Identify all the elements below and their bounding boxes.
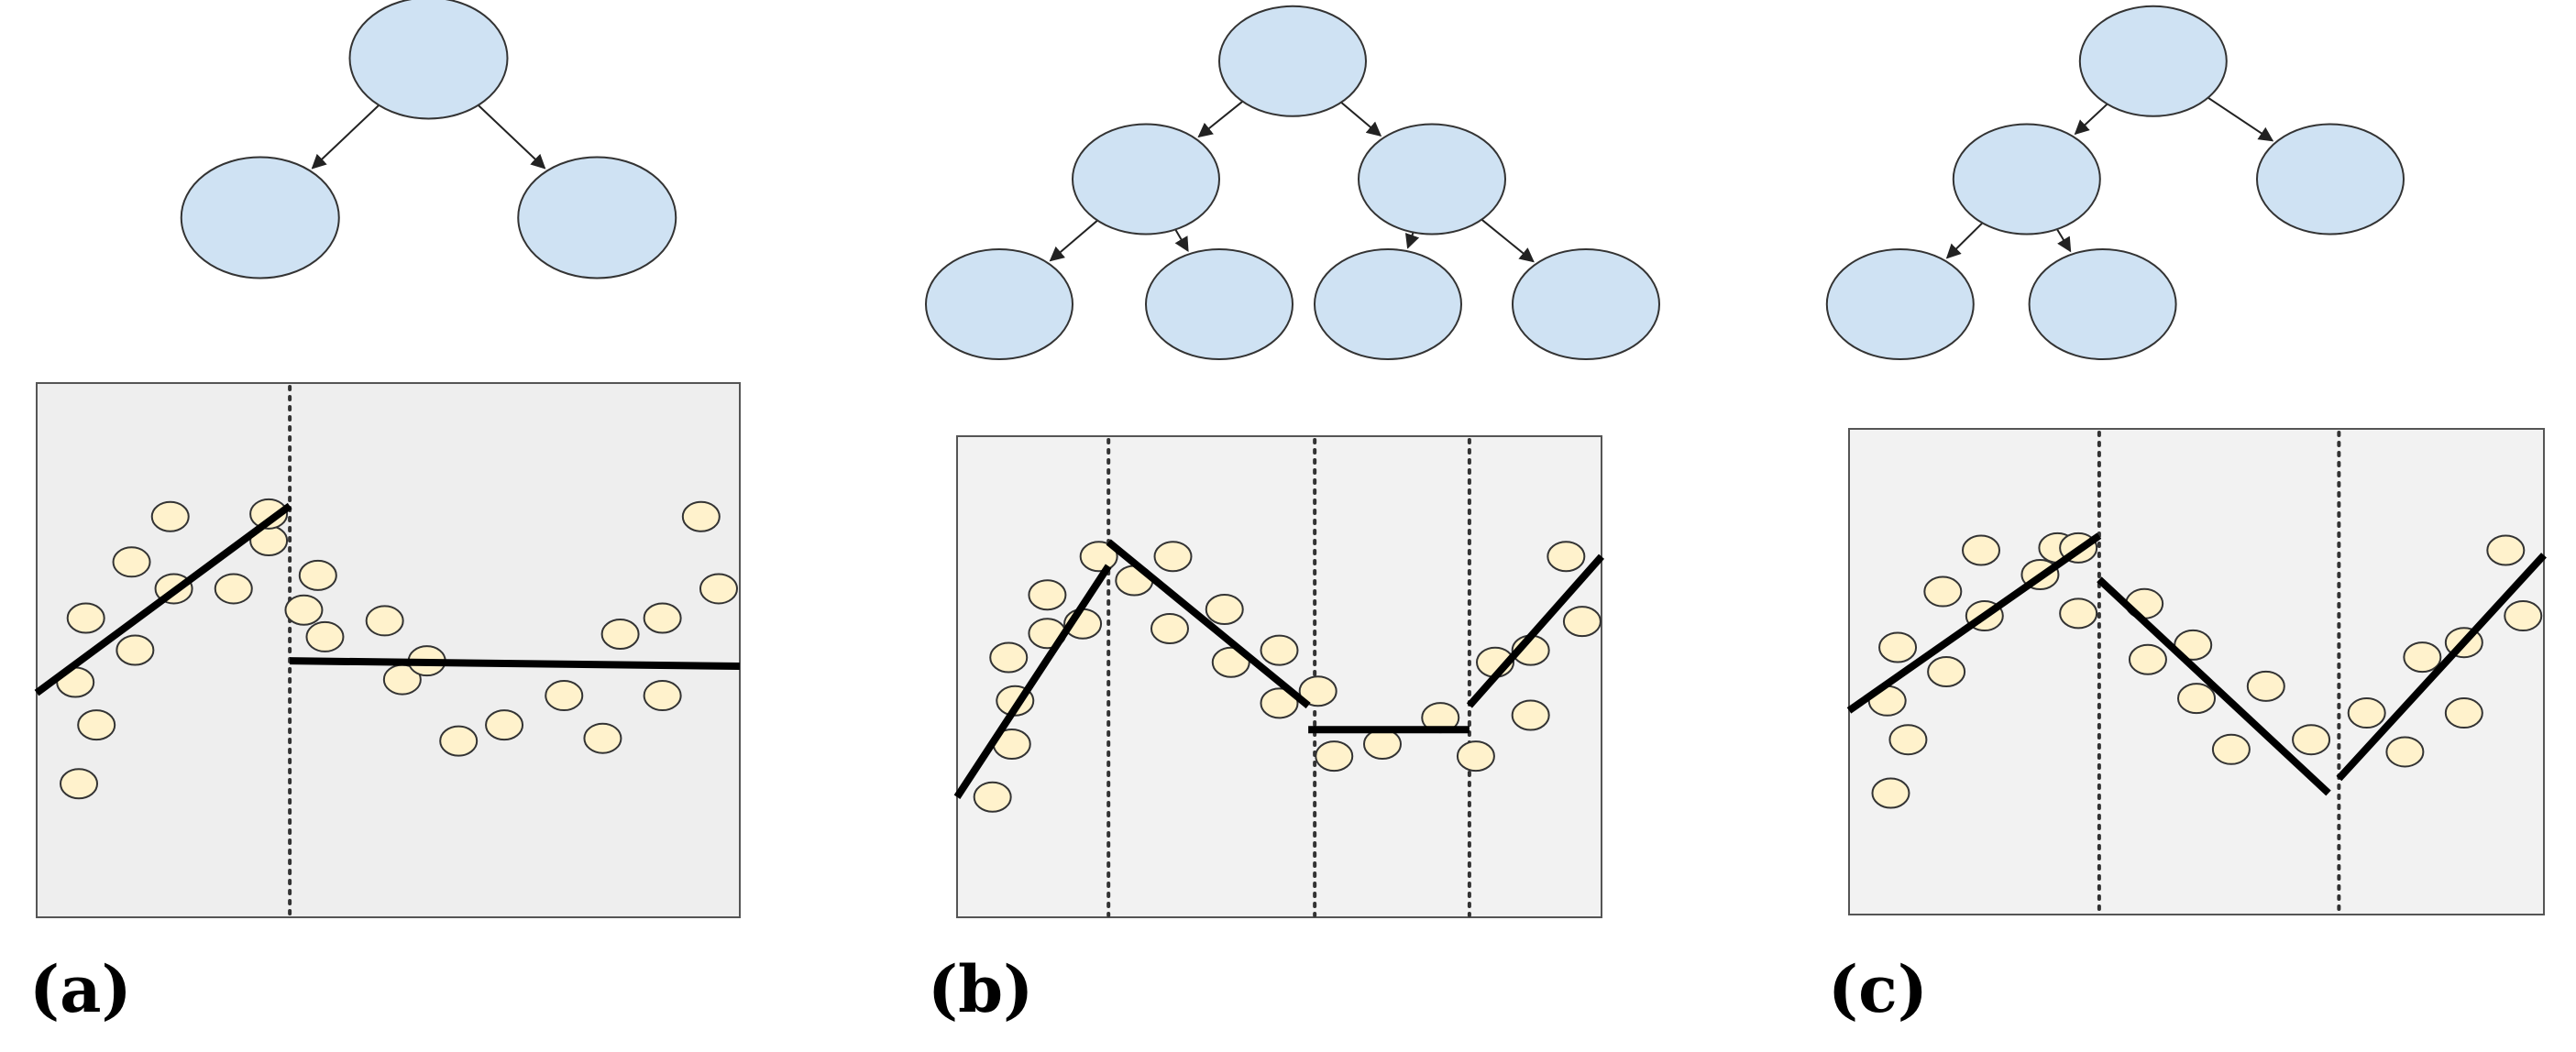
panel-c-data-point xyxy=(1878,631,1918,663)
panel-c-data-point xyxy=(2128,643,2167,675)
panel-b-data-point xyxy=(1547,541,1586,573)
panel-a-label: (a) xyxy=(29,951,132,1027)
panel-b-tree-node xyxy=(1145,248,1294,360)
panel-b-data-point xyxy=(1298,675,1338,707)
panel-c-tree-node xyxy=(2028,248,2177,360)
panel-a-data-point xyxy=(77,709,116,741)
panel-c-tree-edge xyxy=(2207,96,2274,142)
panel-c-data-point xyxy=(2486,534,2526,566)
panel-c-data-point xyxy=(1871,777,1910,809)
panel-a-data-point xyxy=(284,594,324,626)
panel-c-data-point xyxy=(2246,670,2285,702)
panel-c-data-point xyxy=(2403,641,2442,674)
panel-b-tree-node xyxy=(1072,123,1220,236)
panel-a-data-point xyxy=(365,605,404,637)
panel-b-data-point xyxy=(1362,729,1402,760)
panel-c-data-point xyxy=(2059,597,2098,630)
panel-c-tree-node xyxy=(2078,5,2228,117)
panel-b-tree-edge xyxy=(1197,100,1244,138)
panel-a-tree-edge xyxy=(311,104,380,170)
panel-b-label: (b) xyxy=(928,951,1034,1027)
panel-b-data-point xyxy=(1153,541,1193,573)
panel-a-data-point xyxy=(214,573,253,605)
panel-c-fit-segment xyxy=(1846,532,2102,714)
panel-a-data-point xyxy=(439,725,479,757)
panel-b-data-point xyxy=(1028,579,1067,611)
panel-a-tree-edge xyxy=(477,104,546,170)
panel-a-data-point xyxy=(116,634,155,666)
panel-b-tree-node xyxy=(925,248,1073,360)
panel-b-data-point xyxy=(1260,634,1299,666)
panel-b-tree-edge xyxy=(1049,219,1098,262)
panel-c-data-point xyxy=(2504,600,2543,632)
panel-b-tree-node xyxy=(1358,123,1506,236)
panel-a-data-point xyxy=(66,602,105,634)
panel-a xyxy=(34,0,741,918)
panel-c xyxy=(1825,5,2547,915)
panel-a-data-point xyxy=(699,573,738,605)
panel-c-tree-edge xyxy=(2074,103,2108,136)
panel-c-tree-edge xyxy=(2056,228,2072,253)
panel-a-data-point xyxy=(112,546,151,578)
panel-a-data-point xyxy=(485,709,524,741)
panel-b-data-point xyxy=(1562,606,1602,638)
panel-c-fit-segment xyxy=(2097,576,2331,796)
panel-b-data-point xyxy=(973,781,1012,813)
panel-b-fit-segment xyxy=(1106,539,1311,709)
panel-a-fit-segment xyxy=(290,657,741,670)
panel-c-data-point xyxy=(2292,724,2331,756)
panel-a-fit-segment xyxy=(34,502,292,696)
panel-b-tree-edge xyxy=(1404,232,1420,249)
panel-a-data-point xyxy=(681,500,721,532)
panel-a-data-point xyxy=(305,620,345,652)
panel-a-data-point xyxy=(249,498,289,530)
panel-a-tree-node xyxy=(180,156,340,279)
panel-b-tree-node xyxy=(1314,248,1462,360)
panel-b-data-point xyxy=(1150,613,1189,644)
panel-c-label: (c) xyxy=(1828,951,1928,1027)
panel-b-tree-edge xyxy=(1174,228,1189,253)
panel-b-fit-segment xyxy=(1466,553,1604,708)
panel-a-data-point xyxy=(298,559,337,591)
panel-a-tree-node xyxy=(348,0,509,120)
panel-c-tree-node xyxy=(1825,248,1975,360)
panel-b-tree-node xyxy=(1218,5,1367,117)
panel-c-data-point xyxy=(2211,733,2251,765)
panel-b-fit-segment xyxy=(953,564,1112,799)
panel-a-data-point xyxy=(545,680,584,712)
panel-a-data-point xyxy=(600,619,640,651)
panel-b-tree-edge xyxy=(1481,218,1535,263)
panel-b-tree-edge xyxy=(1340,101,1382,137)
panel-b xyxy=(925,5,1660,918)
panel-c-data-point xyxy=(2177,683,2216,715)
panel-c-data-point xyxy=(1923,575,1963,608)
panel-b-data-point xyxy=(1456,740,1495,773)
panel-b-data-point xyxy=(1511,699,1550,731)
panel-a-data-point xyxy=(643,680,682,712)
panel-c-data-point xyxy=(1962,534,2001,566)
panel-b-data-point xyxy=(1315,740,1354,773)
panel-b-data-point xyxy=(989,641,1029,674)
panel-b-data-point xyxy=(1260,687,1299,719)
panel-c-data-point xyxy=(1927,656,1966,687)
panel-b-data-point xyxy=(1211,646,1250,678)
panel-a-data-point xyxy=(150,500,190,532)
panel-c-tree-node xyxy=(2256,123,2405,236)
panel-a-data-point xyxy=(643,602,682,634)
panel-b-data-point xyxy=(1079,541,1118,573)
panel-b-data-point xyxy=(1205,594,1244,625)
panel-c-data-point xyxy=(1888,724,1928,756)
panel-c-data-point xyxy=(2444,697,2483,729)
panel-a-data-point xyxy=(60,768,99,800)
panel-c-fit-segment xyxy=(2336,553,2547,782)
panel-c-data-point xyxy=(2385,736,2425,768)
panel-c-tree-node xyxy=(1952,123,2101,236)
panel-a-data-point xyxy=(583,722,622,754)
panel-c-tree-edge xyxy=(1945,222,1984,259)
panel-c-data-point xyxy=(2347,697,2386,729)
panel-a-tree-node xyxy=(517,156,677,279)
panel-b-plot-area xyxy=(956,435,1602,918)
panel-b-tree-node xyxy=(1512,248,1660,360)
